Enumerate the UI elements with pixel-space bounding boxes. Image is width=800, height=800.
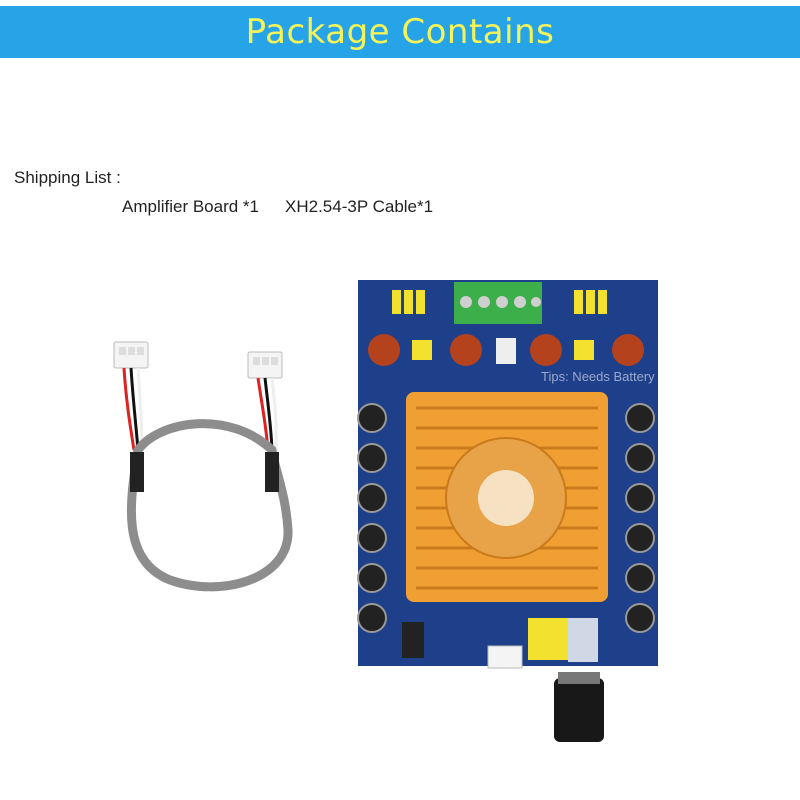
shipping-items: Amplifier Board *1 XH2.54-3P Cable*1 xyxy=(122,197,433,217)
page-title: Package Contains xyxy=(245,12,555,52)
shipping-item-cable: XH2.54-3P Cable*1 xyxy=(285,197,434,216)
header-banner: Package Contains xyxy=(0,6,800,58)
shipping-item-amplifier-board: Amplifier Board *1 xyxy=(122,197,260,216)
watermark-text: Tips: Needs Battery xyxy=(541,369,655,384)
amplifier-board-image xyxy=(357,280,658,742)
shipping-list-label: Shipping List : xyxy=(14,168,121,187)
cable-image xyxy=(113,341,293,592)
